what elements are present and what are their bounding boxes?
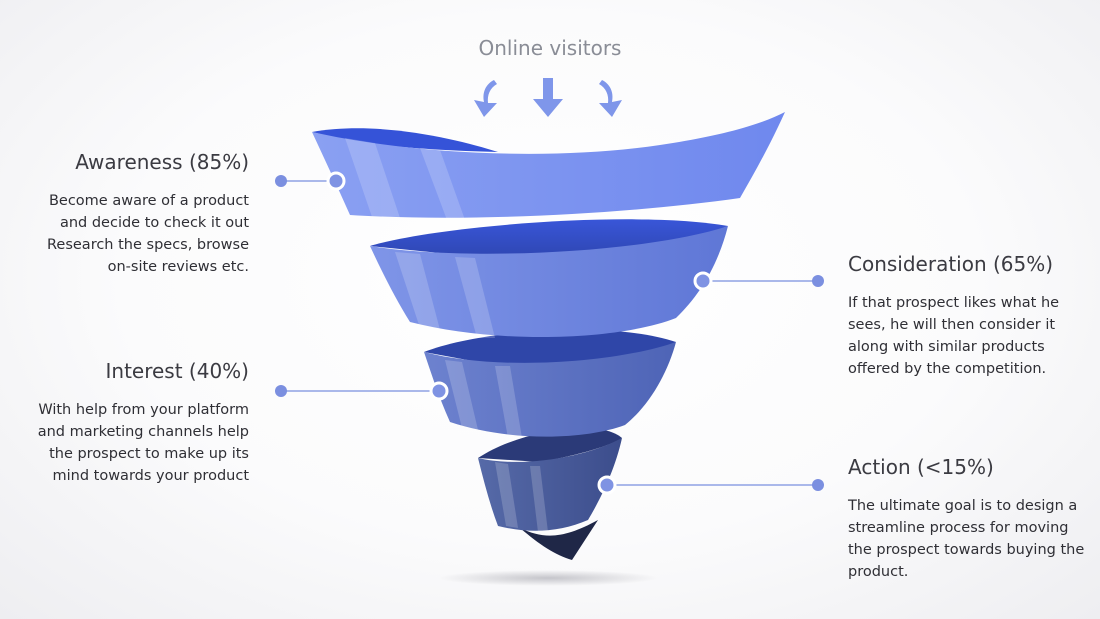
connector-awareness — [275, 171, 346, 191]
funnel-shadow — [438, 570, 658, 586]
funnel-band-4 — [478, 438, 622, 531]
stage-interest: Interest (40%) With help from your platf… — [10, 359, 249, 487]
stage-action-description: The ultimate goal is to design a streaml… — [848, 498, 1085, 580]
stage-consideration-description: If that prospect likes what he sees, he … — [848, 295, 1060, 377]
stage-action-title: Action (<15%) — [848, 455, 994, 479]
funnel-highlights — [345, 138, 548, 532]
stage-interest-title: Interest (40%) — [105, 359, 250, 383]
stage-awareness: Awareness (85%) Become aware of a produc… — [20, 150, 249, 278]
stage-consideration: Consideration (65%) If that prospect lik… — [848, 252, 1088, 380]
funnel-band-1-inner — [312, 128, 498, 152]
arrow-down-icon — [533, 78, 563, 117]
funnel-band-3 — [424, 342, 676, 437]
stage-awareness-description: Become aware of a product and decide to … — [46, 193, 249, 275]
stage-interest-description: With help from your platform and marketi… — [37, 402, 249, 484]
stage-action: Action (<15%) The ultimate goal is to de… — [848, 455, 1096, 583]
stage-awareness-title: Awareness (85%) — [75, 150, 249, 174]
stage-consideration-title: Consideration (65%) — [848, 252, 1054, 276]
curved-arrow-right-icon — [599, 80, 622, 117]
diagram-title: Online visitors — [478, 36, 622, 60]
funnel-band-2-inner — [370, 219, 728, 256]
funnel-band-2 — [370, 226, 728, 338]
funnel-band-4-inner — [478, 428, 622, 462]
connector-action — [597, 475, 824, 495]
connector-consideration — [693, 271, 824, 291]
funnel-tail — [520, 520, 598, 560]
connector-interest — [275, 381, 449, 401]
curved-arrow-left-icon — [474, 80, 497, 117]
funnel-band-1 — [312, 112, 785, 218]
